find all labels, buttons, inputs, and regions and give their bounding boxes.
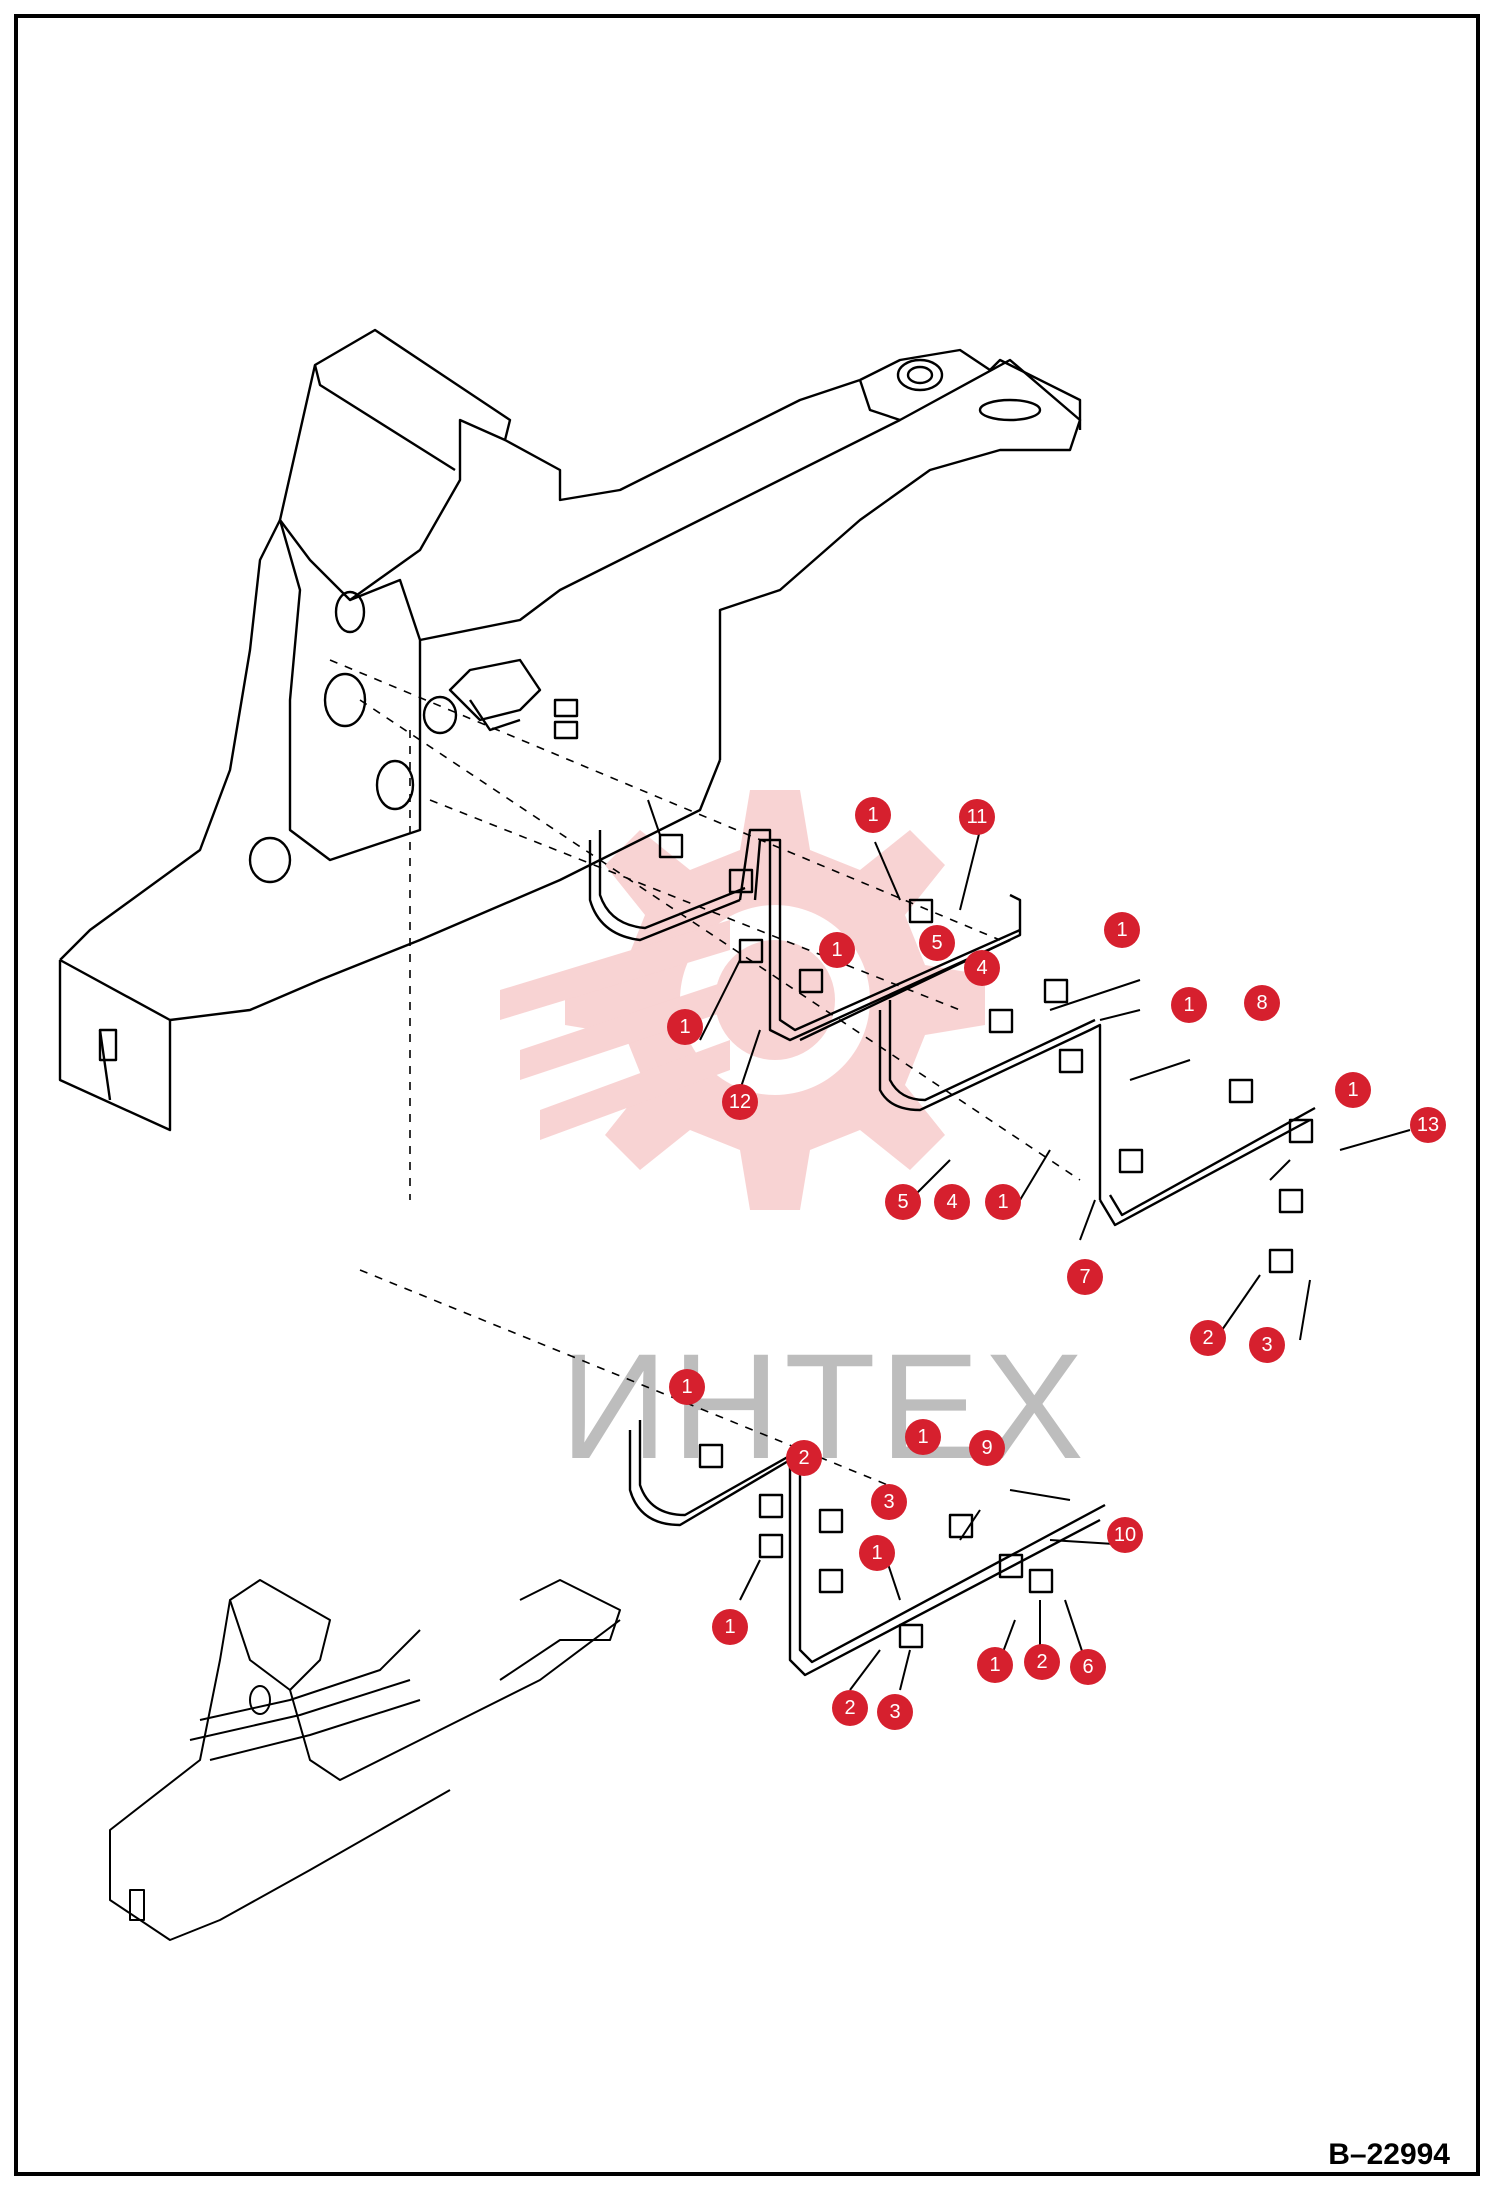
callout-9: 9 [969, 1430, 1005, 1466]
svg-text:3: 3 [883, 1491, 894, 1513]
svg-text:2: 2 [844, 1697, 855, 1719]
svg-text:1: 1 [867, 804, 878, 826]
svg-text:6: 6 [1082, 1656, 1093, 1678]
callout-2-d: 2 [832, 1690, 868, 1726]
frame-assembly-upper [58, 328, 1082, 1132]
tube-assembly-lower [628, 1420, 1106, 1677]
callout-1-b: 1 [819, 932, 855, 968]
callout-1-k: 1 [712, 1609, 748, 1645]
callout-5-a: 5 [919, 925, 955, 961]
svg-text:5: 5 [931, 932, 942, 954]
callout-1-i: 1 [905, 1419, 941, 1455]
callout-7: 7 [1067, 1259, 1103, 1295]
callout-1-f: 1 [1335, 1072, 1371, 1108]
svg-text:1: 1 [681, 1376, 692, 1398]
svg-text:3: 3 [889, 1701, 900, 1723]
callout-3-c: 3 [877, 1694, 913, 1730]
svg-text:3: 3 [1261, 1334, 1272, 1356]
callout-4-b: 4 [934, 1184, 970, 1220]
svg-text:5: 5 [897, 1191, 908, 1213]
callout-1-c: 1 [1104, 912, 1140, 948]
svg-text:1: 1 [679, 1016, 690, 1038]
svg-text:1: 1 [831, 939, 842, 961]
callout-4-a: 4 [964, 950, 1000, 986]
callout-2-b: 2 [786, 1440, 822, 1476]
svg-text:1: 1 [1183, 994, 1194, 1016]
svg-text:1: 1 [989, 1654, 1000, 1676]
callout-5-b: 5 [885, 1184, 921, 1220]
svg-text:9: 9 [981, 1437, 992, 1459]
svg-text:2: 2 [1202, 1327, 1213, 1349]
svg-text:8: 8 [1256, 992, 1267, 1014]
callout-12: 12 [722, 1084, 758, 1120]
callout-1-e: 1 [1171, 987, 1207, 1023]
frame-assembly-reference [109, 1579, 621, 1941]
callout-11: 11 [959, 799, 995, 835]
svg-text:1: 1 [997, 1191, 1008, 1213]
callout-1-a: 1 [855, 797, 891, 833]
svg-text:11: 11 [967, 806, 988, 828]
svg-text:12: 12 [729, 1091, 751, 1113]
svg-text:1: 1 [1116, 919, 1127, 941]
callout-2-a: 2 [1190, 1320, 1226, 1356]
svg-text:4: 4 [976, 957, 987, 979]
callout-3-a: 3 [1249, 1327, 1285, 1363]
svg-text:2: 2 [1036, 1651, 1047, 1673]
callout-3-b: 3 [871, 1484, 907, 1520]
callout-6: 6 [1070, 1649, 1106, 1685]
svg-text:1: 1 [871, 1542, 882, 1564]
svg-text:1: 1 [724, 1616, 735, 1638]
callout-1-h: 1 [669, 1369, 705, 1405]
drawing-number: B–22994 [1328, 2138, 1450, 2171]
svg-text:7: 7 [1079, 1266, 1090, 1288]
callout-1-g: 1 [985, 1184, 1021, 1220]
callout-8: 8 [1244, 985, 1280, 1021]
svg-text:4: 4 [946, 1191, 957, 1213]
svg-text:10: 10 [1114, 1524, 1136, 1546]
callout-2-c: 2 [1024, 1644, 1060, 1680]
svg-text:1: 1 [1347, 1079, 1358, 1101]
svg-text:1: 1 [917, 1426, 928, 1448]
callout-1-l: 1 [977, 1647, 1013, 1683]
callout-13: 13 [1410, 1107, 1446, 1143]
svg-text:2: 2 [798, 1447, 809, 1469]
drawing-frame [14, 14, 1480, 2176]
svg-text:13: 13 [1417, 1114, 1439, 1136]
callout-1-d: 1 [667, 1009, 703, 1045]
callout-10: 10 [1107, 1517, 1143, 1553]
tube-assembly-upper [588, 828, 1316, 1274]
callout-1-j: 1 [859, 1535, 895, 1571]
